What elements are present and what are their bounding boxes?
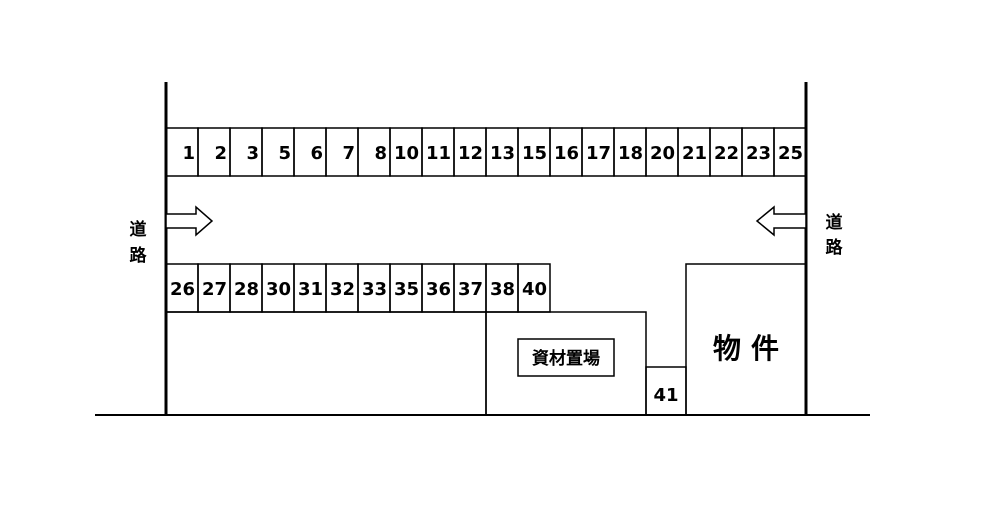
bottom-row-number-3: 30: [266, 279, 291, 300]
top-row-number-15: 20: [650, 143, 675, 164]
top-row-number-17: 22: [714, 143, 739, 164]
top-row-number-10: 13: [490, 143, 515, 164]
storage-label-box: [517, 338, 615, 377]
property-building: [685, 263, 807, 416]
top-row-number-1: 2: [214, 143, 227, 164]
top-row-number-2: 3: [246, 143, 259, 164]
top-row-space-19: [773, 127, 807, 177]
bottom-row-number-7: 35: [394, 279, 419, 300]
top-row-number-4: 6: [310, 143, 323, 164]
storage-label: 資材置場: [532, 348, 600, 369]
right-road-label-char-1: 道: [826, 212, 843, 233]
bottom-row-number-8: 36: [426, 279, 451, 300]
left-road-label-char-2: 路: [130, 245, 148, 266]
left-road-arrow-icon: [165, 205, 214, 237]
bottom-parking-row: 26 27 28 30 31 32 33 35 36 37 38 40: [165, 263, 551, 313]
bottom-row-number-5: 32: [330, 279, 355, 300]
bottom-row-number-11: 40: [522, 279, 547, 300]
empty-lot: [165, 311, 487, 416]
parking-number-41: 41: [653, 385, 678, 406]
bottom-row-number-4: 31: [298, 279, 323, 300]
bottom-row-number-0: 26: [170, 279, 195, 300]
top-row-number-9: 12: [458, 143, 483, 164]
top-row-number-13: 17: [586, 143, 611, 164]
bottom-row-number-10: 38: [490, 279, 515, 300]
top-row-number-5: 7: [342, 143, 355, 164]
top-row-number-7: 10: [394, 143, 419, 164]
property-label-char-1: 物: [713, 332, 741, 365]
left-road-label-char-1: 道: [130, 219, 147, 240]
property-label-char-2: 件: [751, 332, 779, 365]
top-row-number-18: 23: [746, 143, 771, 164]
bottom-row-number-2: 28: [234, 279, 259, 300]
top-row-number-11: 15: [522, 143, 547, 164]
top-row-number-12: 16: [554, 143, 579, 164]
top-row-number-0: 1: [182, 143, 195, 164]
right-road-arrow-icon: [755, 205, 807, 237]
top-row-number-3: 5: [278, 143, 291, 164]
top-row-number-6: 8: [374, 143, 387, 164]
right-road-label-char-2: 路: [826, 237, 844, 258]
bottom-row-number-6: 33: [362, 279, 387, 300]
bottom-row-number-1: 27: [202, 279, 227, 300]
top-row-number-14: 18: [618, 143, 643, 164]
top-row-number-16: 21: [682, 143, 707, 164]
bottom-row-number-9: 37: [458, 279, 483, 300]
storage-area: [485, 311, 647, 416]
top-row-number-8: 11: [426, 143, 451, 164]
top-row-number-19: 25: [778, 143, 803, 164]
